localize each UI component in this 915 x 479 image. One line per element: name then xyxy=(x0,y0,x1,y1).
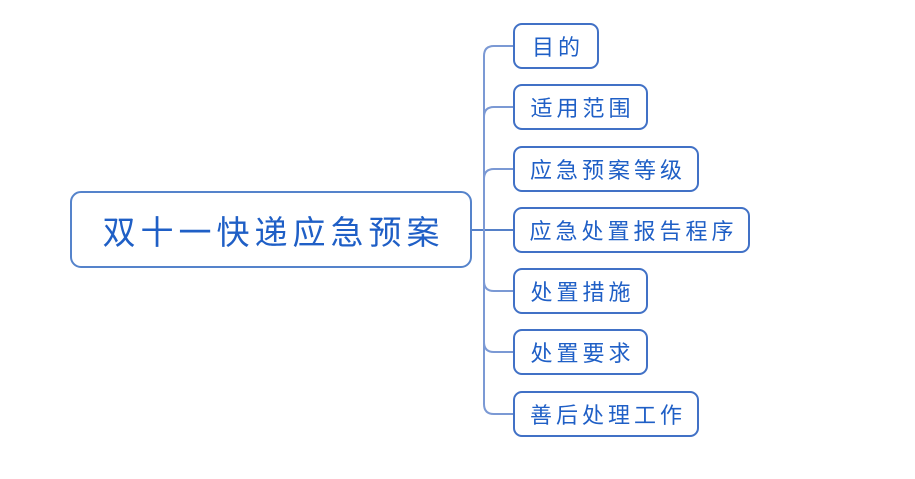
connector-branch-scope xyxy=(483,106,514,118)
node-aftermath[interactable]: 善后处理工作 xyxy=(513,391,699,437)
node-label: 善后处理工作 xyxy=(529,403,686,428)
connector-branch-plan-level xyxy=(483,168,514,180)
node-requirements[interactable]: 处置要求 xyxy=(513,329,648,375)
node-scope[interactable]: 适用范围 xyxy=(513,84,648,130)
root-node-label: 双十一快递应急预案 xyxy=(102,215,445,252)
root-node[interactable]: 双十一快递应急预案 xyxy=(70,191,472,268)
node-report-procedure[interactable]: 应急处置报告程序 xyxy=(513,207,750,253)
node-plan-level[interactable]: 应急预案等级 xyxy=(513,146,699,192)
node-label: 处置要求 xyxy=(530,341,635,366)
node-label: 目的 xyxy=(531,35,584,60)
node-label: 应急处置报告程序 xyxy=(529,219,738,244)
node-label: 适用范围 xyxy=(530,96,635,121)
node-measures[interactable]: 处置措施 xyxy=(513,268,648,314)
connector-branch-requirements xyxy=(483,341,514,353)
connector-branch-measures xyxy=(483,280,514,292)
connector-branch-aftermath xyxy=(483,403,514,415)
node-purpose[interactable]: 目的 xyxy=(513,23,599,69)
node-label: 应急预案等级 xyxy=(529,158,686,183)
connector-branch-purpose xyxy=(483,45,514,57)
node-label: 处置措施 xyxy=(530,280,635,305)
